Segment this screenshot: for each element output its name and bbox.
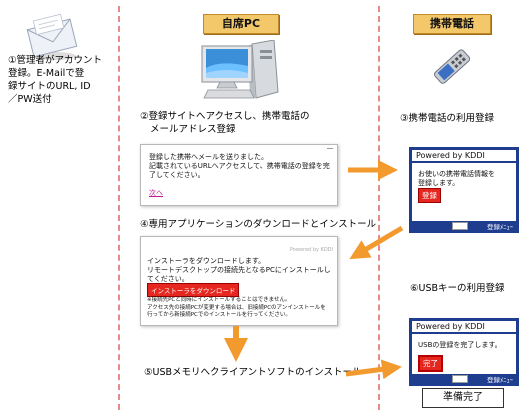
step3-phone-bottom-bar: 登録ﾒﾆｭｰ: [412, 221, 516, 231]
arrow-step3-to-step4: [349, 225, 404, 260]
step6-powered-label: Powered by KDDI: [412, 321, 516, 334]
step6-menu-label[interactable]: 登録ﾒﾆｭｰ: [487, 376, 513, 384]
download-installer-button[interactable]: インストーラをダウンロード: [147, 283, 240, 297]
envelope-icon: [24, 13, 80, 62]
step3-message: お使いの携帯電話情報を 登録します。: [418, 170, 495, 187]
step3-phone-screen: Powered by KDDI お使いの携帯電話情報を 登録します。 登録 登録…: [409, 147, 519, 233]
ready-complete-label: 準備完了: [422, 388, 504, 408]
phone-column-header: 携帯電話: [413, 14, 491, 34]
complete-button[interactable]: 完了: [418, 355, 443, 372]
divider-left: [118, 6, 120, 410]
step4-corner-label: Powered by KDDI: [289, 247, 333, 253]
step3-powered-label: Powered by KDDI: [412, 150, 516, 163]
register-button[interactable]: 登録: [418, 188, 441, 203]
window-minimize-mark: [327, 148, 333, 149]
step6-message: USBの登録を完了します。: [418, 341, 502, 349]
step6-phone-bottom-bar: 登録ﾒﾆｭｰ: [412, 374, 516, 384]
step3-title: ③携帯電話の利用登録: [400, 113, 495, 124]
pc-column-header: 自席PC: [203, 14, 279, 34]
desktop-pc-icon: [200, 39, 280, 102]
step3-menu-label[interactable]: 登録ﾒﾆｭｰ: [487, 223, 513, 231]
step6-title: ⑥USBキーの利用登録: [410, 283, 505, 294]
step1-text: ①管理者がアカウント 登録。E-Mailで登 録サイトのURL, ID ／PW送…: [8, 55, 103, 105]
step4-title: ④専用アプリケーションのダウンロードとインストール: [140, 219, 377, 230]
step2-screen-text: 登録した携帯へメールを送りました。 記載されているURLへアクセスして、携帯電話…: [149, 153, 330, 179]
divider-right: [378, 6, 380, 410]
phone-softkey[interactable]: [452, 375, 468, 383]
mobile-phone-icon: [424, 44, 480, 92]
step4-notes: ※接続先PCと同時にインストールすることはできません。 アクセス先の接続PCが変…: [147, 297, 326, 318]
step6-phone-screen: Powered by KDDI USBの登録を完了します。 完了 登録ﾒﾆｭｰ: [409, 318, 519, 386]
step4-pc-screen: Powered by KDDI インストーラをダウンロードします。 リモートデス…: [140, 236, 338, 326]
phone-softkey[interactable]: [452, 222, 468, 230]
step2-title: ②登録サイトへアクセスし、携帯電話の メールアドレス登録: [140, 111, 310, 135]
next-link[interactable]: 次へ: [149, 189, 163, 197]
step5-title: ⑤USBメモリへクライアントソフトのインストール: [144, 367, 362, 378]
step4-screen-text: インストーラをダウンロードします。 リモートデスクトップの接続先となるPCにイン…: [147, 257, 331, 283]
step2-pc-screen: 登録した携帯へメールを送りました。 記載されているURLへアクセスして、携帯電話…: [140, 144, 338, 206]
